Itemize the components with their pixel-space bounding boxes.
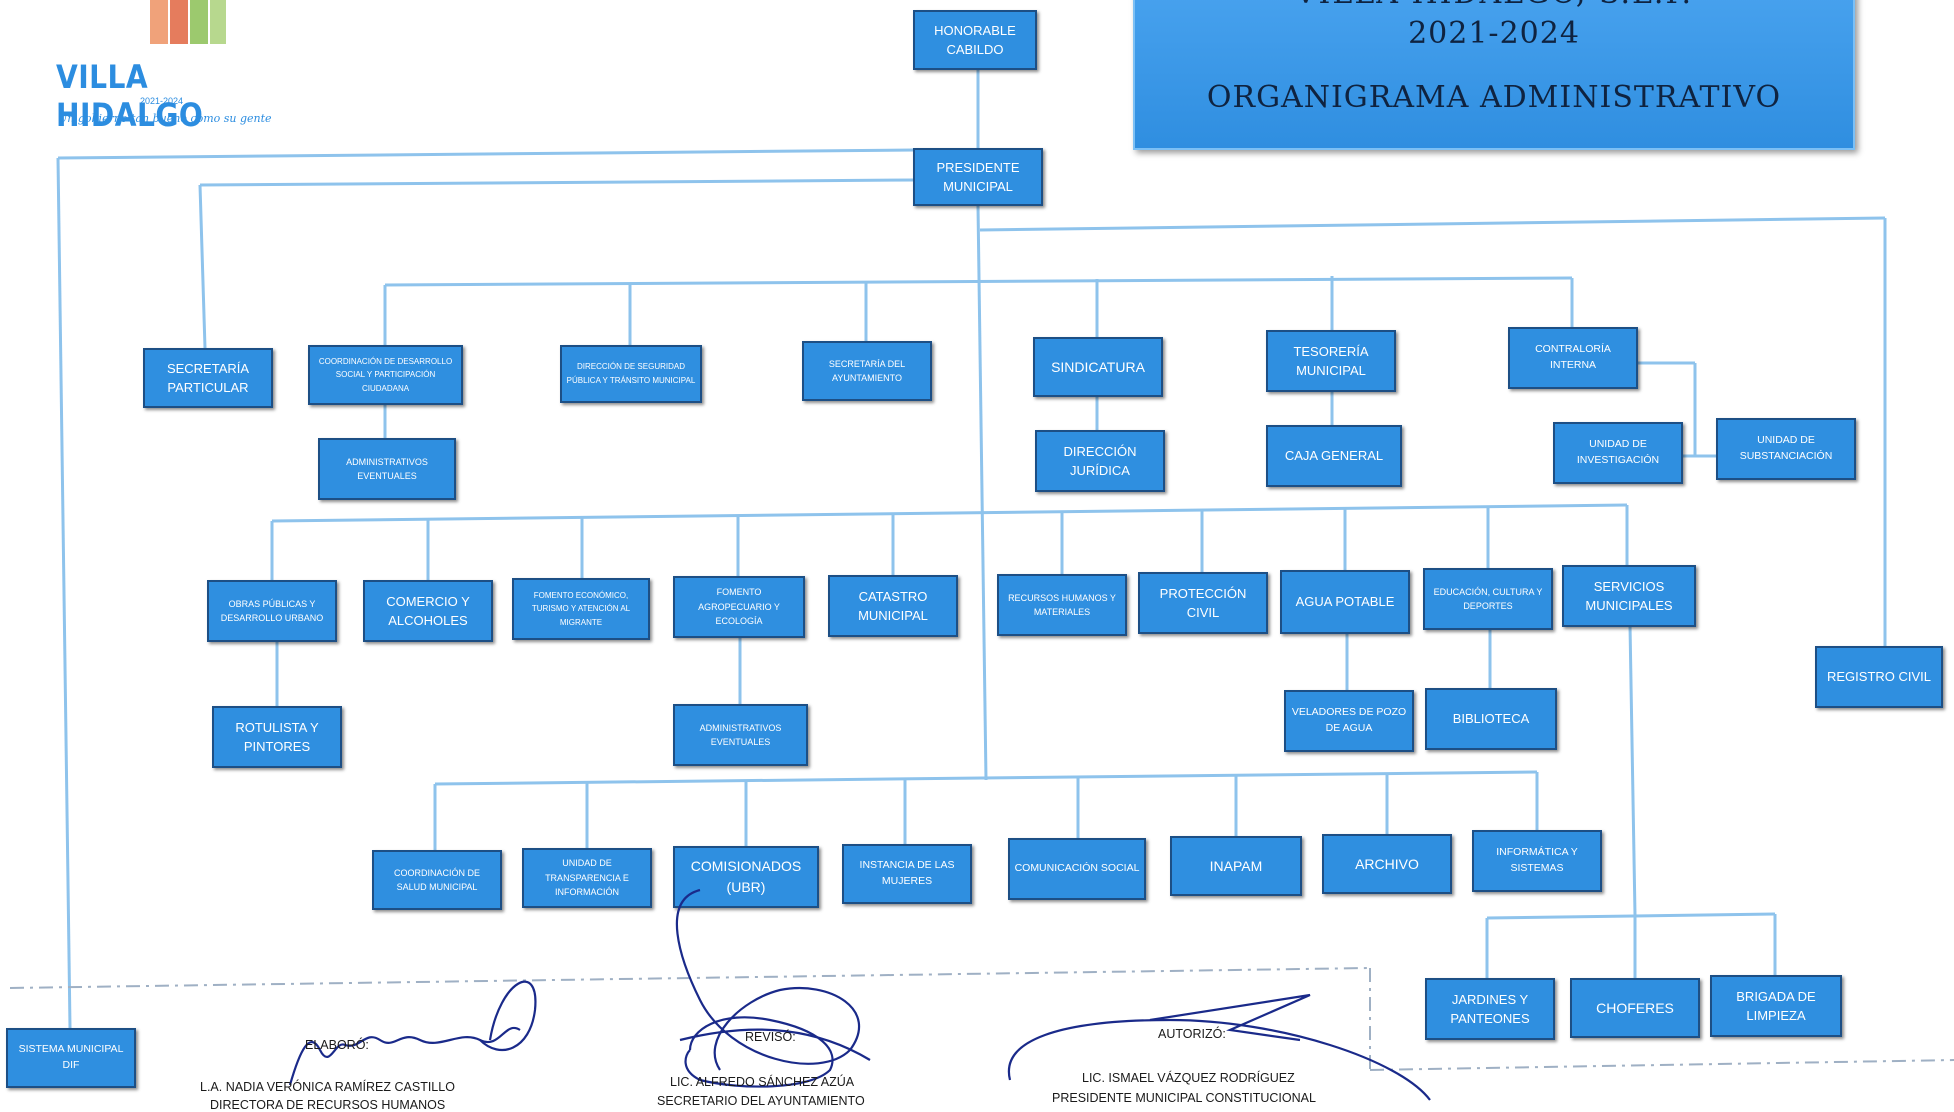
box-comercio-alcoholes: COMERCIO Y ALCOHOLES: [363, 580, 493, 642]
box-fomento-economico: FOMENTO ECONÓMICO, TURISMO Y ATENCIÓN AL…: [512, 578, 650, 640]
elaboro-role: DIRECTORA DE RECURSOS HUMANOS: [210, 1098, 446, 1112]
box-unidad-substanciacion: UNIDAD DE SUBSTANCIACIÓN: [1716, 418, 1856, 480]
reviso-name: LIC. ALFREDO SÁNCHEZ AZÚA: [670, 1075, 855, 1089]
box-secretaria-ayuntamiento: SECRETARÍA DEL AYUNTAMIENTO: [802, 341, 932, 401]
logo-years: 2021-2024: [140, 96, 184, 106]
logo-slogan: Un gobierno tan bueno como su gente: [58, 112, 272, 125]
box-tesoreria-municipal: TESORERÍA MUNICIPAL: [1266, 330, 1396, 392]
elaboro-label: ELABORÓ:: [305, 1038, 369, 1052]
box-instancia-mujeres: INSTANCIA DE LAS MUJERES: [842, 844, 972, 904]
box-comisionados-ubr: COMISIONADOS (UBR): [673, 846, 819, 908]
box-registro-civil: REGISTRO CIVIL: [1815, 646, 1943, 708]
box-fomento-agropecuario: FOMENTO AGROPECUARIO Y ECOLOGÍA: [673, 576, 805, 638]
box-servicios-municipales: SERVICIOS MUNICIPALES: [1562, 565, 1696, 627]
box-veladores-pozo-agua: VELADORES DE POZO DE AGUA: [1284, 690, 1414, 752]
box-choferes: CHOFERES: [1570, 978, 1700, 1038]
box-contraloria-interna: CONTRALORÍA INTERNA: [1508, 327, 1638, 389]
box-sindicatura: SINDICATURA: [1033, 337, 1163, 397]
logo-emblem-icon: [150, 0, 226, 44]
box-administrativos-eventuales-1: ADMINISTRATIVOS EVENTUALES: [318, 438, 456, 500]
box-biblioteca: BIBLIOTECA: [1425, 688, 1557, 750]
box-jardines-panteones: JARDINES Y PANTEONES: [1425, 978, 1555, 1040]
title-period: 2021-2024: [1408, 16, 1580, 51]
title-chart-name: ORGANIGRAMA ADMINISTRATIVO: [1206, 80, 1782, 115]
autorizo-role: PRESIDENTE MUNICIPAL CONSTITUCIONAL: [1052, 1091, 1316, 1105]
box-catastro-municipal: CATASTRO MUNICIPAL: [828, 575, 958, 637]
box-educacion-cultura-deportes: EDUCACIÓN, CULTURA Y DEPORTES: [1423, 568, 1553, 630]
box-inapam: INAPAM: [1170, 836, 1302, 896]
box-direccion-juridica: DIRECCIÓN JURÍDICA: [1035, 430, 1165, 492]
autorizo-name: LIC. ISMAEL VÁZQUEZ RODRÍGUEZ: [1082, 1071, 1295, 1085]
municipal-logo: VILLA HIDALGO 2021-2024 Un gobierno tan …: [50, 0, 310, 140]
box-unidad-investigacion: UNIDAD DE INVESTIGACIÓN: [1553, 422, 1683, 484]
box-sistema-municipal-dif: SISTEMA MUNICIPAL DIF: [6, 1028, 136, 1088]
box-administrativos-eventuales-2: ADMINISTRATIVOS EVENTUALES: [673, 704, 808, 766]
box-archivo: ARCHIVO: [1322, 834, 1452, 894]
title-banner: VILLA HIDALGO, S.L.P. 2021-2024 ORGANIGR…: [1133, 0, 1855, 150]
box-coordinacion-salud: COORDINACIÓN DE SALUD MUNICIPAL: [372, 850, 502, 910]
logo-name: VILLA HIDALGO: [56, 58, 204, 134]
box-agua-potable: AGUA POTABLE: [1280, 570, 1410, 634]
box-secretaria-particular: SECRETARÍA PARTICULAR: [143, 348, 273, 408]
box-honorable-cabildo: HONORABLE CABILDO: [913, 10, 1037, 70]
box-informatica-sistemas: INFORMÁTICA Y SISTEMAS: [1472, 830, 1602, 892]
reviso-label: REVISÓ:: [745, 1030, 796, 1044]
box-obras-publicas: OBRAS PÚBLICAS Y DESARROLLO URBANO: [207, 580, 337, 642]
box-unidad-transparencia: UNIDAD DE TRANSPARENCIA E INFORMACIÓN: [522, 848, 652, 908]
box-proteccion-civil: PROTECCIÓN CIVIL: [1138, 572, 1268, 634]
box-rotulista-pintores: ROTULISTA Y PINTORES: [212, 706, 342, 768]
title-municipality: VILLA HIDALGO, S.L.P.: [1135, 0, 1853, 11]
box-caja-general: CAJA GENERAL: [1266, 425, 1402, 487]
box-seguridad-publica: DIRECCIÓN DE SEGURIDAD PÚBLICA Y TRÁNSIT…: [560, 345, 702, 403]
reviso-role: SECRETARIO DEL AYUNTAMIENTO: [657, 1094, 865, 1108]
box-brigada-limpieza: BRIGADA DE LIMPIEZA: [1710, 975, 1842, 1037]
box-presidente-municipal: PRESIDENTE MUNICIPAL: [913, 148, 1043, 206]
box-recursos-humanos: RECURSOS HUMANOS Y MATERIALES: [997, 574, 1127, 636]
autorizo-label: AUTORIZÓ:: [1158, 1027, 1226, 1041]
box-comunicacion-social: COMUNICACIÓN SOCIAL: [1008, 838, 1146, 900]
box-coordinacion-desarrollo-social: COORDINACIÓN DE DESARROLLO SOCIAL Y PART…: [308, 345, 463, 405]
elaboro-name: L.A. NADIA VERÓNICA RAMÍREZ CASTILLO: [200, 1080, 455, 1094]
